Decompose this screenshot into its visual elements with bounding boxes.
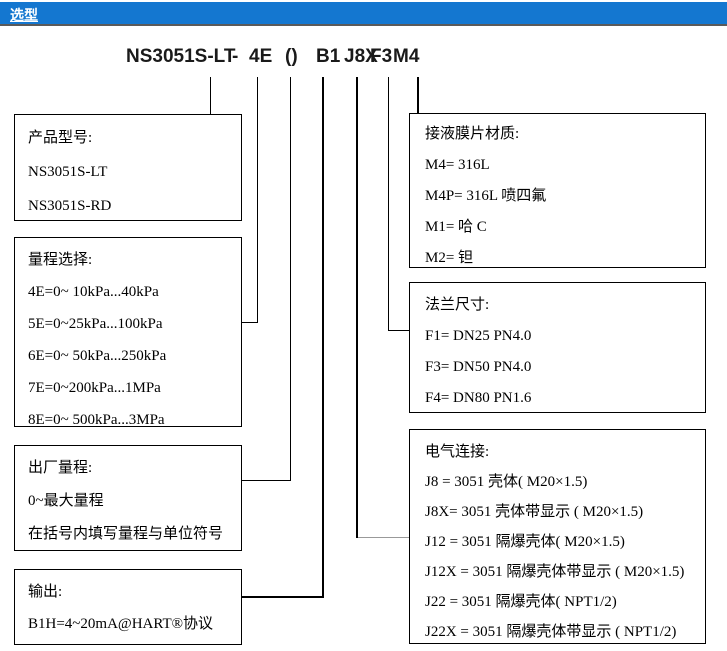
connector-product-vline	[210, 77, 211, 115]
option-line: M1= 哈 C	[425, 219, 487, 235]
box-title: 量程选择:	[28, 252, 93, 268]
option-line: J22X = 3051 隔爆壳体带显示 ( NPT1/2)	[425, 624, 677, 640]
connector-output-hline	[242, 596, 324, 598]
option-line: F3= DN50 PN4.0	[425, 359, 532, 375]
option-line: NS3051S-RD	[28, 198, 112, 214]
connector-parens-hline	[242, 480, 291, 481]
option-line: 6E=0~ 50kPa...250kPa	[28, 348, 167, 364]
option-line: J22 = 3051 隔爆壳体( NPT1/2)	[425, 594, 617, 610]
box-flange-size: 法兰尺寸: F1= DN25 PN4.0 F3= DN50 PN4.0 F4= …	[409, 282, 706, 413]
box-diaphragm-material: 接液膜片材质: M4= 316L M4P= 316L 喷四氟 M1= 哈 C M…	[409, 113, 706, 268]
option-line: 7E=0~200kPa...1MPa	[28, 380, 161, 396]
model-code-material: M4	[393, 46, 420, 67]
connector-range-vline	[257, 77, 258, 323]
option-line: NS3051S-LT	[28, 164, 108, 180]
option-line: 5E=0~25kPa...100kPa	[28, 316, 163, 332]
box-range-selection: 量程选择: 4E=0~ 10kPa...40kPa 5E=0~25kPa...1…	[14, 237, 242, 428]
connector-range-hline	[242, 322, 258, 323]
option-line: M2= 钽	[425, 250, 474, 266]
box-factory-range: 出厂量程: 0~最大量程 在括号内填写量程与单位符号	[14, 445, 242, 551]
model-code-base: NS3051S-LT	[126, 46, 236, 67]
option-line: 4E=0~ 10kPa...40kPa	[28, 284, 159, 300]
connector-flange-hline	[389, 330, 409, 331]
option-line: 在括号内填写量程与单位符号	[28, 526, 224, 542]
option-line: M4P= 316L 喷四氟	[425, 188, 547, 204]
connector-electrical-vline	[356, 77, 358, 538]
option-line: F1= DN25 PN4.0	[425, 328, 532, 344]
connector-material-vline	[417, 77, 419, 114]
box-product-model: 产品型号: NS3051S-LT NS3051S-RD	[14, 114, 242, 221]
option-line: J12 = 3051 隔爆壳体( M20×1.5)	[425, 534, 625, 550]
option-line: 8E=0~ 500kPa...3MPa	[28, 412, 165, 428]
model-code-output: B1	[316, 46, 341, 67]
box-output: 输出: B1H=4~20mA@HART®协议	[14, 569, 242, 645]
option-line: F4= DN80 PN1.6	[425, 390, 532, 406]
box-title: 电气连接:	[425, 444, 490, 460]
section-header-bar: 选型	[0, 2, 727, 26]
model-code-range: 4E	[249, 46, 273, 67]
connector-electrical-hline	[358, 537, 410, 538]
option-line: J8 = 3051 壳体( M20×1.5)	[425, 474, 588, 490]
model-code-flange: F3	[370, 46, 393, 67]
connector-parens-vline	[290, 77, 291, 481]
option-line: B1H=4~20mA@HART®协议	[28, 616, 214, 632]
box-title: 输出:	[28, 584, 63, 600]
model-code-dash: -	[232, 46, 239, 67]
box-title: 接液膜片材质:	[425, 126, 520, 142]
option-line: 0~最大量程	[28, 493, 104, 509]
box-title: 产品型号:	[28, 130, 93, 146]
model-code-parens: ()	[285, 46, 298, 67]
box-title: 法兰尺寸:	[425, 297, 490, 313]
option-line: J8X= 3051 壳体带显示 ( M20×1.5)	[425, 504, 644, 520]
connector-output-vline	[322, 77, 324, 598]
model-code-electrical: J8X	[344, 46, 378, 67]
option-line: M4= 316L	[425, 157, 490, 173]
option-line: J12X = 3051 隔爆壳体带显示 ( M20×1.5)	[425, 564, 685, 580]
connector-flange-vline	[388, 77, 389, 331]
box-title: 出厂量程:	[28, 460, 93, 476]
section-title: 选型	[10, 7, 38, 23]
box-electrical-connection: 电气连接: J8 = 3051 壳体( M20×1.5) J8X= 3051 壳…	[409, 429, 706, 644]
